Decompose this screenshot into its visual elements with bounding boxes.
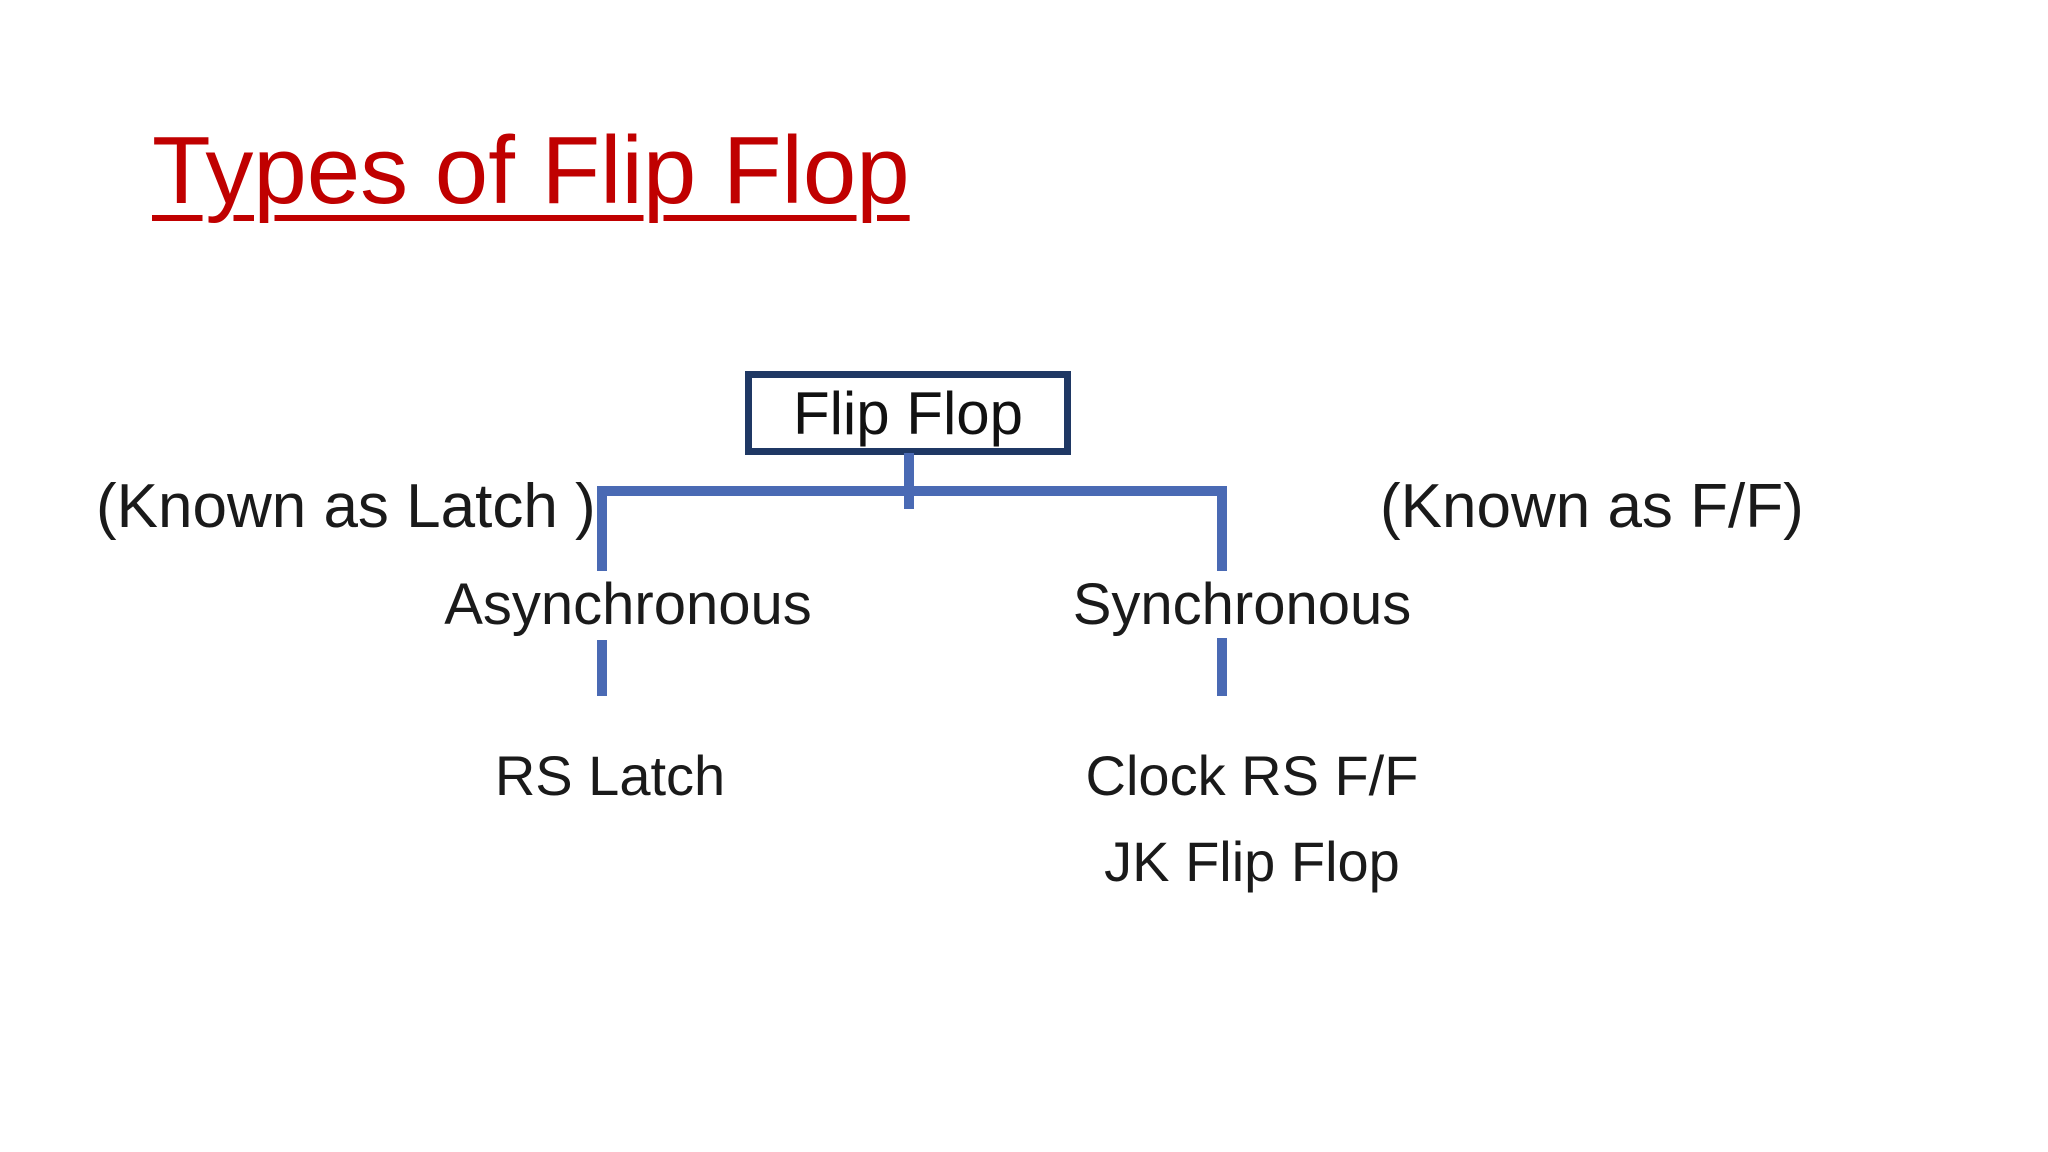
note-known-as-latch: (Known as Latch )	[96, 472, 596, 541]
note-known-as-ff: (Known as F/F)	[1380, 472, 1804, 541]
connector-root-stub	[904, 453, 914, 509]
slide-title: Types of Flip Flop	[152, 117, 910, 224]
branch-label-synchronous: Synchronous	[1072, 572, 1412, 637]
branch-label-asynchronous: Asynchronous	[444, 572, 812, 637]
flip-flop-box-label: Flip Flop	[792, 379, 1024, 447]
flip-flop-box: Flip Flop	[745, 371, 1071, 455]
connector-left-lower	[597, 640, 607, 696]
connector-left-upper	[597, 486, 607, 571]
leaf-jk-flip-flop: JK Flip Flop	[1104, 830, 1400, 893]
connector-right-upper	[1217, 486, 1227, 571]
connector-horizontal	[597, 486, 1227, 496]
leaf-clock-rs-ff: Clock RS F/F	[1085, 744, 1419, 807]
connector-right-lower	[1217, 638, 1227, 696]
leaf-rs-latch: RS Latch	[494, 744, 726, 807]
